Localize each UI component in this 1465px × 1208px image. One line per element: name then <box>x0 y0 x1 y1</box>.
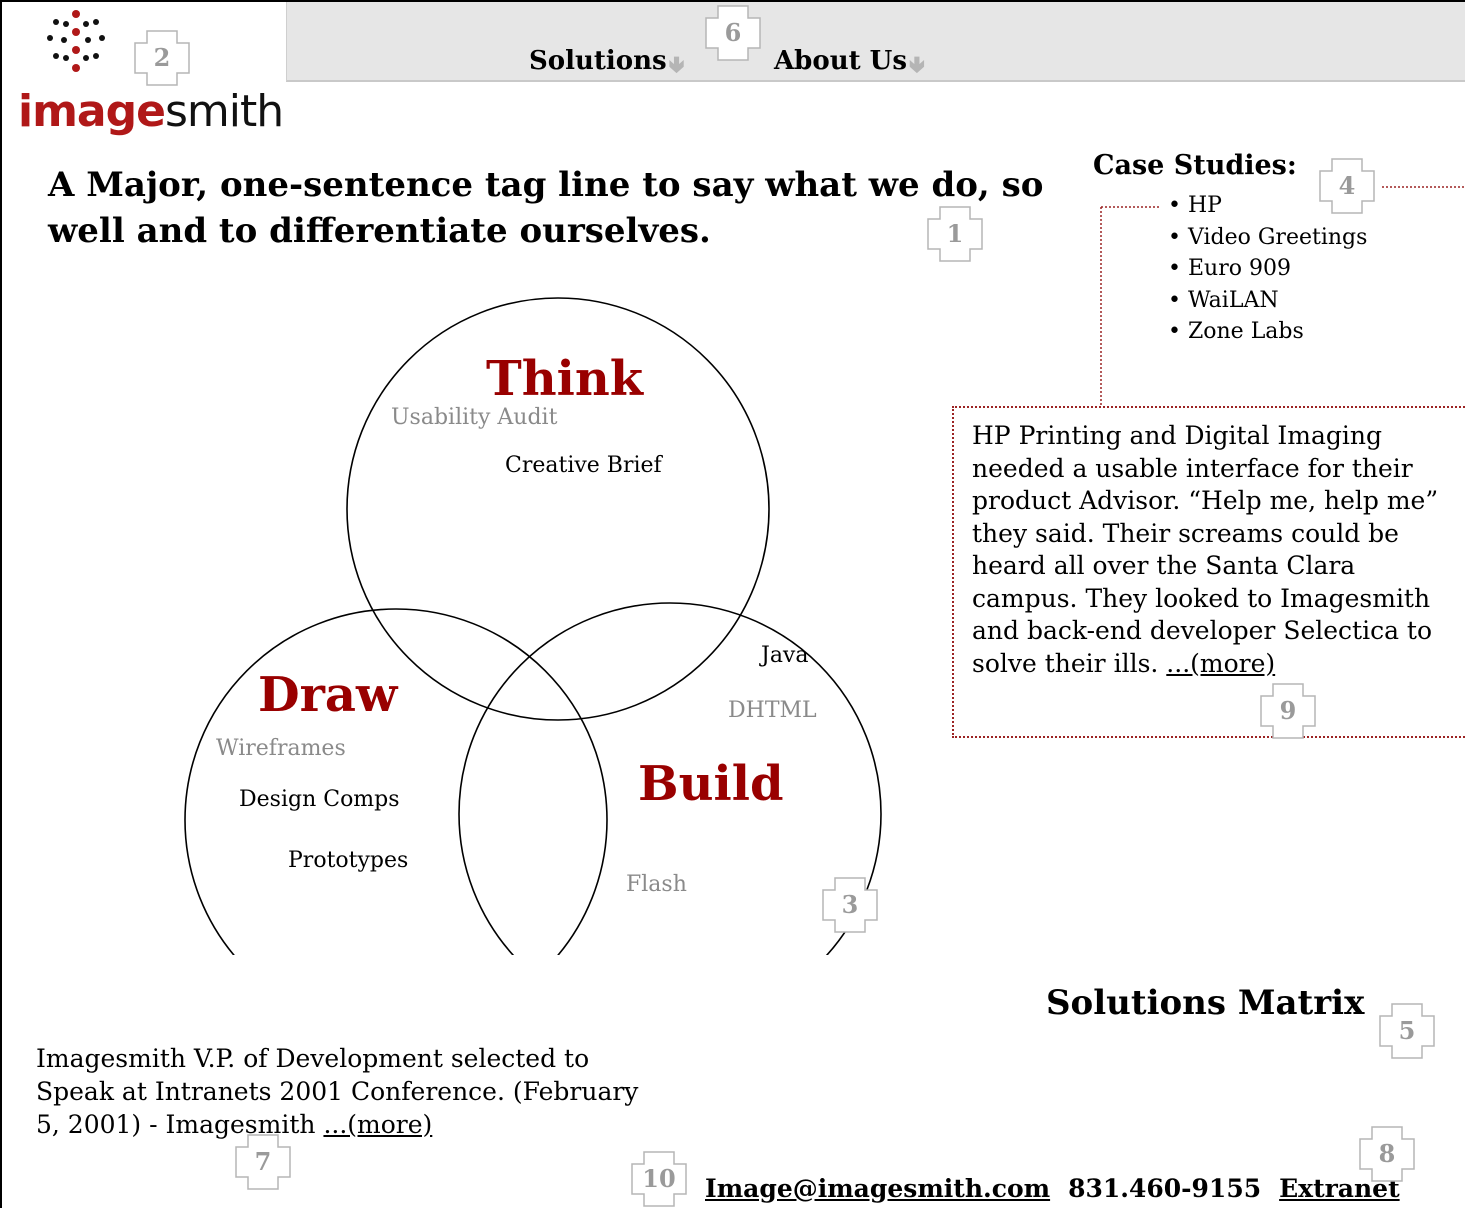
nav-item-about-us[interactable]: About Us🢃 <box>774 46 925 86</box>
top-nav-bar: Solutions🢃 About Us🢃 <box>286 2 1465 82</box>
venn-item-java[interactable]: Java <box>761 643 809 668</box>
callout-marker-8: 8 <box>1358 1125 1416 1183</box>
venn-item-design-comps[interactable]: Design Comps <box>239 787 400 812</box>
callout-marker-5: 5 <box>1378 1002 1436 1060</box>
case-study-detail-text: HP Printing and Digital Imaging needed a… <box>972 421 1439 678</box>
venn-diagram: Think Usability Audit Creative Brief Dra… <box>180 295 890 955</box>
frame-left-border <box>0 0 2 1208</box>
news-item: Imagesmith V.P. of Development selected … <box>36 1042 656 1141</box>
draw-title: Draw <box>258 667 398 723</box>
logo-wordmark: imagesmith <box>18 86 284 137</box>
venn-circles <box>184 297 882 955</box>
callout-marker-number: 9 <box>1279 696 1297 725</box>
callout-marker-9: 9 <box>1259 682 1317 740</box>
callout-marker-number: 5 <box>1398 1016 1416 1045</box>
footer-phone: 831.460-9155 <box>1068 1174 1262 1203</box>
nav-label: Solutions <box>529 46 667 76</box>
case-study-item-zone-labs[interactable]: Zone Labs <box>1168 316 1367 348</box>
callout-marker-number: 2 <box>153 43 171 72</box>
imagesmith-logo[interactable]: imagesmith <box>18 10 288 137</box>
case-study-item-hp[interactable]: HP <box>1168 190 1367 222</box>
case-studies-title: Case Studies: <box>1093 150 1297 181</box>
venn-item-usability-audit[interactable]: Usability Audit <box>391 405 558 430</box>
case-study-detail: HP Printing and Digital Imaging needed a… <box>972 420 1452 680</box>
frame-top-border <box>0 0 1465 2</box>
callout-marker-number: 6 <box>724 18 742 47</box>
logo-wordmark-suffix: smith <box>164 86 284 137</box>
case-study-item-euro-909[interactable]: Euro 909 <box>1168 253 1367 285</box>
logo-wordmark-prefix: image <box>18 86 166 137</box>
case-study-more-link[interactable]: ...(more) <box>1166 648 1276 678</box>
case-study-item-wailan[interactable]: WaiLAN <box>1168 285 1367 317</box>
think-circle <box>346 297 770 721</box>
venn-item-dhtml[interactable]: DHTML <box>728 698 817 723</box>
page-tagline: A Major, one-sentence tag line to say wh… <box>48 165 1044 251</box>
down-arrow-icon: 🢃 <box>908 52 925 78</box>
nav-label: About Us <box>774 46 907 76</box>
down-arrow-icon: 🢃 <box>668 52 685 78</box>
footer-email-link[interactable]: Image@imagesmith.com <box>705 1174 1051 1203</box>
callout-marker-number: 8 <box>1378 1139 1396 1168</box>
callout-marker-4: 4 <box>1318 157 1376 215</box>
news-more-link[interactable]: ...(more) <box>323 1110 433 1139</box>
build-title: Build <box>638 756 784 812</box>
callout-marker-number: 3 <box>841 890 859 919</box>
venn-item-prototypes[interactable]: Prototypes <box>288 848 409 873</box>
callout-marker-3: 3 <box>821 876 879 934</box>
venn-item-wireframes[interactable]: Wireframes <box>216 736 346 761</box>
venn-item-creative-brief[interactable]: Creative Brief <box>505 453 662 478</box>
callout-marker-number: 10 <box>642 1164 676 1193</box>
venn-item-flash[interactable]: Flash <box>626 872 687 897</box>
callout-marker-2: 2 <box>133 29 191 87</box>
solutions-matrix-link[interactable]: Solutions Matrix <box>1046 983 1365 1023</box>
case-studies-list: HP Video Greetings Euro 909 WaiLAN Zone … <box>1168 190 1367 348</box>
case-study-item-video-greetings[interactable]: Video Greetings <box>1168 222 1367 254</box>
callout-marker-1: 1 <box>926 205 984 263</box>
callout-marker-number: 4 <box>1338 171 1356 200</box>
callout-marker-number: 7 <box>254 1147 272 1176</box>
case-study-detail-box <box>952 406 1465 738</box>
callout-marker-10: 10 <box>630 1150 688 1208</box>
build-circle <box>458 602 882 955</box>
logo-dots-icon <box>47 10 105 72</box>
news-text: Imagesmith V.P. of Development selected … <box>36 1044 639 1139</box>
draw-circle <box>184 608 608 955</box>
nav-item-solutions[interactable]: Solutions🢃 <box>529 46 684 86</box>
callout-marker-7: 7 <box>234 1133 292 1191</box>
think-title: Think <box>486 351 644 407</box>
callout-marker-6: 6 <box>704 4 762 62</box>
callout-marker-number: 1 <box>946 219 964 248</box>
